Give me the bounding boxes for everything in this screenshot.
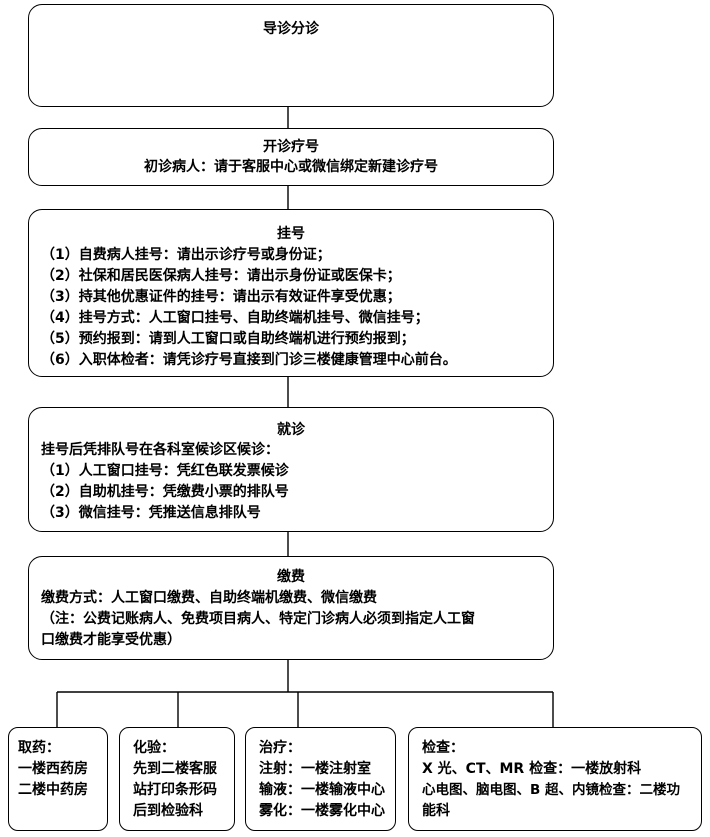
lab-box: 化验： 先到二楼客服 站打印条形码 后到检验科 [119,727,235,831]
payment-box: 缴费 缴费方式：人工窗口缴费、自助终端机缴费、微信缴费 （注：公费记账病人、免费… [28,556,554,660]
exam-line-4: 能科 [422,803,450,819]
triage-box: 导诊分诊 [28,4,554,107]
lab-line-3: 站打印条形码 [133,782,217,798]
lab-line-4: 后到检验科 [133,803,203,819]
payment-line-3: 口缴费才能享受优惠） [41,632,181,648]
treatment-line-1: 治疗： [259,740,301,756]
treatment-line-2: 注射：一楼注射室 [259,761,371,777]
register-line-5: （5）预约报到：请到人工窗口或自助终端机进行预约报到； [41,331,415,347]
card-line: 初诊病人：请于客服中心或微信绑定新建诊疗号 [144,159,438,175]
register-line-3: （3）持其他优惠证件的挂号：请出示有效证件享受优惠； [41,289,401,305]
register-line-1: （1）自费病人挂号：请出示诊疗号或身份证； [41,247,331,263]
treatment-line-4: 雾化：一楼雾化中心 [259,803,385,819]
exam-line-2: X 光、CT、MR 检查：一楼放射科 [422,761,642,777]
visit-line-3: （2）自助机挂号：凭缴费小票的排队号 [41,484,289,500]
payment-line-2: （注：公费记账病人、免费项目病人、特定门诊病人必须到指定人工窗 [41,611,475,627]
lab-line-2: 先到二楼客服 [133,761,217,777]
medicine-box: 取药： 一楼西药房 二楼中药房 [8,727,108,831]
payment-line-1: 缴费方式：人工窗口缴费、自助终端机缴费、微信缴费 [41,590,377,606]
exam-line-3: 心电图、脑电图、B 超、内镜检查：二楼功 [422,782,680,798]
treatment-line-3: 输液：一楼输液中心 [259,782,385,798]
visit-box: 就诊 挂号后凭排队号在各科室候诊区候诊： （1）人工窗口挂号：凭红色联发票候诊 … [28,407,554,532]
payment-title: 缴费 [277,569,305,585]
visit-line-2: （1）人工窗口挂号：凭红色联发票候诊 [41,463,289,479]
visit-title: 就诊 [277,422,305,438]
register-line-4: （4）挂号方式：人工窗口挂号、自助终端机挂号、微信挂号； [41,310,429,326]
visit-line-1: 挂号后凭排队号在各科室候诊区候诊： [41,442,279,458]
treatment-box: 治疗： 注射：一楼注射室 输液：一楼输液中心 雾化：一楼雾化中心 [245,727,396,831]
medicine-line-3: 二楼中药房 [18,782,88,798]
lab-line-1: 化验： [133,740,175,756]
card-box: 开诊疗号 初诊病人：请于客服中心或微信绑定新建诊疗号 [28,128,554,186]
register-title: 挂号 [277,226,305,242]
register-box: 挂号 （1）自费病人挂号：请出示诊疗号或身份证； （2）社保和居民医保病人挂号：… [28,209,554,377]
card-title: 开诊疗号 [263,139,319,155]
medicine-line-1: 取药： [18,740,60,756]
medicine-line-2: 一楼西药房 [18,761,88,777]
visit-line-4: （3）微信挂号：凭推送信息排队号 [41,505,261,521]
exam-line-1: 检查： [422,740,464,756]
register-line-6: （6）入职体检者：请凭诊疗号直接到门诊三楼健康管理中心前台。 [41,352,457,368]
register-line-2: （2）社保和居民医保病人挂号：请出示身份证或医保卡； [41,268,401,284]
triage-title: 导诊分诊 [263,21,319,37]
exam-box: 检查： X 光、CT、MR 检查：一楼放射科 心电图、脑电图、B 超、内镜检查：… [408,727,702,831]
